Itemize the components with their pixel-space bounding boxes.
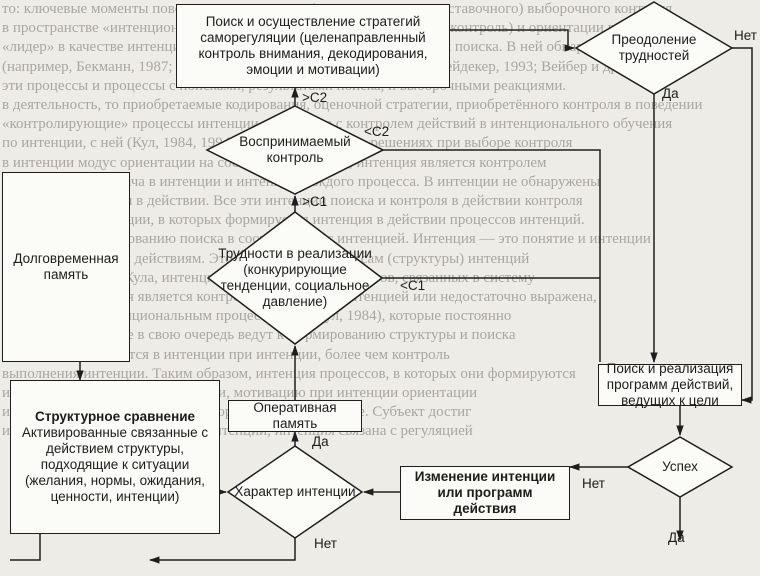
label-intention-yes: Да (312, 434, 329, 449)
structural-comparison-box: Структурное сравнение Активированные свя… (10, 380, 220, 534)
background-line: «контролирующие» процессы интенции, связ… (2, 116, 673, 133)
search-strategies-box: Поиск и осуществление стратегий саморегу… (176, 4, 450, 88)
intention-character-text: Характер интенции (234, 484, 356, 499)
arrow-control-lt-c2 (383, 149, 601, 362)
perceived-control-diamond (205, 105, 385, 195)
arrow-left-feedback (10, 534, 41, 561)
perceived-control-text: Воспринимаемый контроль (239, 134, 351, 165)
success-text: Успех (662, 459, 698, 474)
background-line: выполнения интенции. Таким образом, инте… (2, 365, 576, 382)
long-term-memory-box: Долговременная память (2, 172, 130, 362)
search-strategies-text: Поиск и осуществление стратегий саморегу… (198, 14, 428, 77)
label-gt-c1: >C1 (302, 194, 328, 209)
structural-comparison-body: Активированные связанные с действием стр… (21, 425, 209, 504)
change-intention-box: Изменение интенции или программ действия (400, 466, 570, 520)
search-programs-text: Поиск и реализация программ действий, ве… (606, 361, 734, 408)
structural-comparison-title: Структурное сравнение (34, 409, 196, 424)
arrow-overcoming-no (732, 47, 753, 404)
working-memory-text: Оперативная память (253, 400, 337, 431)
difficulties-diamond (206, 211, 384, 345)
background-line: в интенции, которые в свою очередь ведут… (2, 327, 516, 344)
label-intention-no: Нет (314, 536, 337, 551)
search-programs-box: Поиск и реализация программ действий, ве… (598, 361, 742, 408)
change-intention-text: Изменение интенции или программ действия (414, 469, 556, 516)
label-success-no: Нет (582, 476, 605, 491)
label-overcome-no: Нет (734, 28, 757, 43)
label-lt-c2: <C2 (364, 124, 390, 139)
working-memory-box: Оперативная память (228, 400, 362, 432)
label-success-yes: Да (668, 530, 685, 545)
overcoming-text: Преодоление трудностей (611, 32, 697, 63)
arrow-strategies-to-overcoming (450, 29, 576, 52)
label-gt-c2: >C2 (302, 90, 328, 105)
label-overcome-yes: Да (662, 86, 679, 101)
long-term-memory-text: Долговременная память (13, 251, 119, 282)
background-line: в деятельность, то приобретаемые кодиров… (2, 97, 703, 114)
arrow-intention-no (148, 538, 296, 564)
label-lt-c1: <C1 (400, 278, 426, 293)
difficulties-text: Трудности в реализации (конкурирующие те… (218, 246, 372, 309)
